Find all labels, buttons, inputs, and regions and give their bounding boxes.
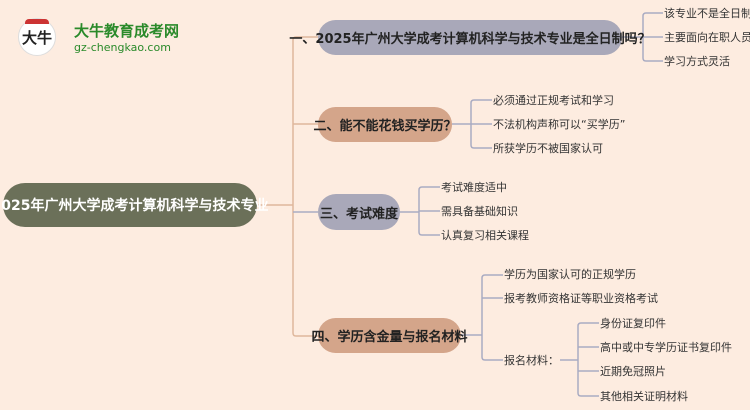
- sub-leaf: 其他相关证明材料: [600, 390, 688, 403]
- sub-leaf: 近期免冠照片: [600, 365, 666, 378]
- leaf: 必须通过正规考试和学习: [493, 94, 614, 107]
- bracket-1: [622, 12, 663, 62]
- leaf: 所获学历不被国家认可: [493, 142, 603, 155]
- branch-node-4[interactable]: 四、学历含金量与报名材料: [312, 318, 468, 353]
- leaf: 认真复习相关课程: [441, 229, 529, 242]
- leaf: 学习方式灵活: [664, 55, 730, 68]
- branch-node-2[interactable]: 二、能不能花钱买学历？: [314, 107, 457, 142]
- bracket-4: [461, 274, 503, 361]
- leaf: 不法机构声称可以“买学历”: [493, 118, 626, 131]
- leaf: 报考教师资格证等职业资格考试: [504, 292, 658, 305]
- leaf: 主要面向在职人员: [664, 31, 750, 44]
- bracket-2: [452, 99, 492, 149]
- bracket-4-sub: [560, 322, 599, 397]
- logo-url: gz-chengkao.com: [74, 41, 171, 54]
- leaf: 学历为国家认可的正规学历: [504, 268, 636, 281]
- sub-leaf: 高中或中专学历证书复印件: [600, 341, 732, 354]
- site-logo[interactable]: 大牛 大牛教育成考网 gz-chengkao.com: [18, 18, 179, 56]
- leaf: 考试难度适中: [441, 181, 507, 194]
- leaf: 报名材料：: [504, 354, 559, 367]
- logo-title: 大牛教育成考网: [74, 22, 180, 40]
- leaf: 需具备基础知识: [441, 205, 518, 218]
- branch-node-1[interactable]: 一、2025年广州大学成考计算机科学与技术专业是全日制吗？: [289, 20, 651, 55]
- root-node[interactable]: 2025年广州大学成考计算机科学与技术专业: [0, 183, 268, 227]
- logo-mark: 大牛: [18, 18, 56, 56]
- branch-node-3[interactable]: 三、考试难度: [318, 194, 400, 230]
- leaf: 该专业不是全日制: [664, 7, 750, 20]
- sub-leaf: 身份证复印件: [600, 317, 666, 330]
- bracket-3: [400, 186, 440, 236]
- trunk-line: [257, 36, 318, 337]
